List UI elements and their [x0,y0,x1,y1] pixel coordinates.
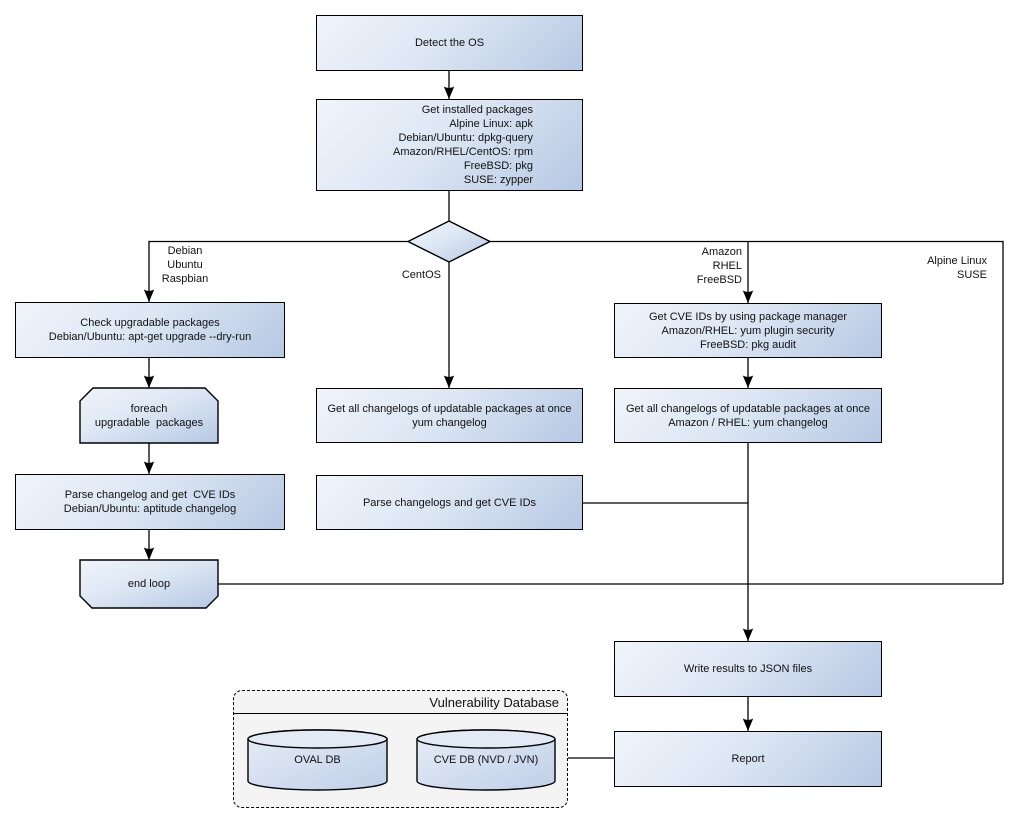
node-get-installed-packages: Get installed packages Alpine Linux: apk… [316,99,583,191]
arrowhead [143,461,155,474]
branch-label-alpine: Alpine Linux SUSE [927,255,987,281]
arrowhead [443,375,455,388]
arrowhead [742,290,754,303]
branch-label-amazon: Amazon RHEL FreeBSD [696,246,742,286]
node-parse-changelog-apt: Parse changelog and get CVE IDs Debian/U… [15,474,285,530]
node-parse-changelogs-yum: Parse changelogs and get CVE IDs [316,475,583,530]
connector-decision-to-right [490,240,1004,584]
branch-label-centos: CentOS [401,269,441,281]
cve-db-cylinder [416,729,556,791]
arrowhead [742,628,754,641]
arrowhead [143,547,155,560]
node-write-results-json: Write results to JSON files [614,641,882,697]
vulnerability-database-title: Vulnerability Database [234,691,567,714]
node-yum-changelog: Get all changelogs of updatable packages… [316,388,583,443]
arrowhead [143,289,155,302]
arrowhead [443,86,455,99]
os-decision-diamond [406,220,492,263]
node-check-upgradable-packages: Check upgradable packages Debian/Ubuntu:… [15,302,285,358]
branch-label-debian: Debian Ubuntu Raspbian [161,245,209,285]
oval-db-cylinder [247,729,388,791]
node-report: Report [614,731,882,787]
node-get-cve-ids-package-manager: Get CVE IDs by using package manager Ama… [614,303,882,358]
connector-decision-to-debian [148,240,408,302]
end-loop-shape [79,559,219,609]
node-yum-changelog-amazon: Get all changelogs of updatable packages… [614,388,882,443]
foreach-loop-shape [79,387,219,444]
arrowhead [742,375,754,388]
arrowhead [143,375,155,388]
arrowhead [742,718,754,731]
node-detect-os: Detect the OS [316,15,583,71]
